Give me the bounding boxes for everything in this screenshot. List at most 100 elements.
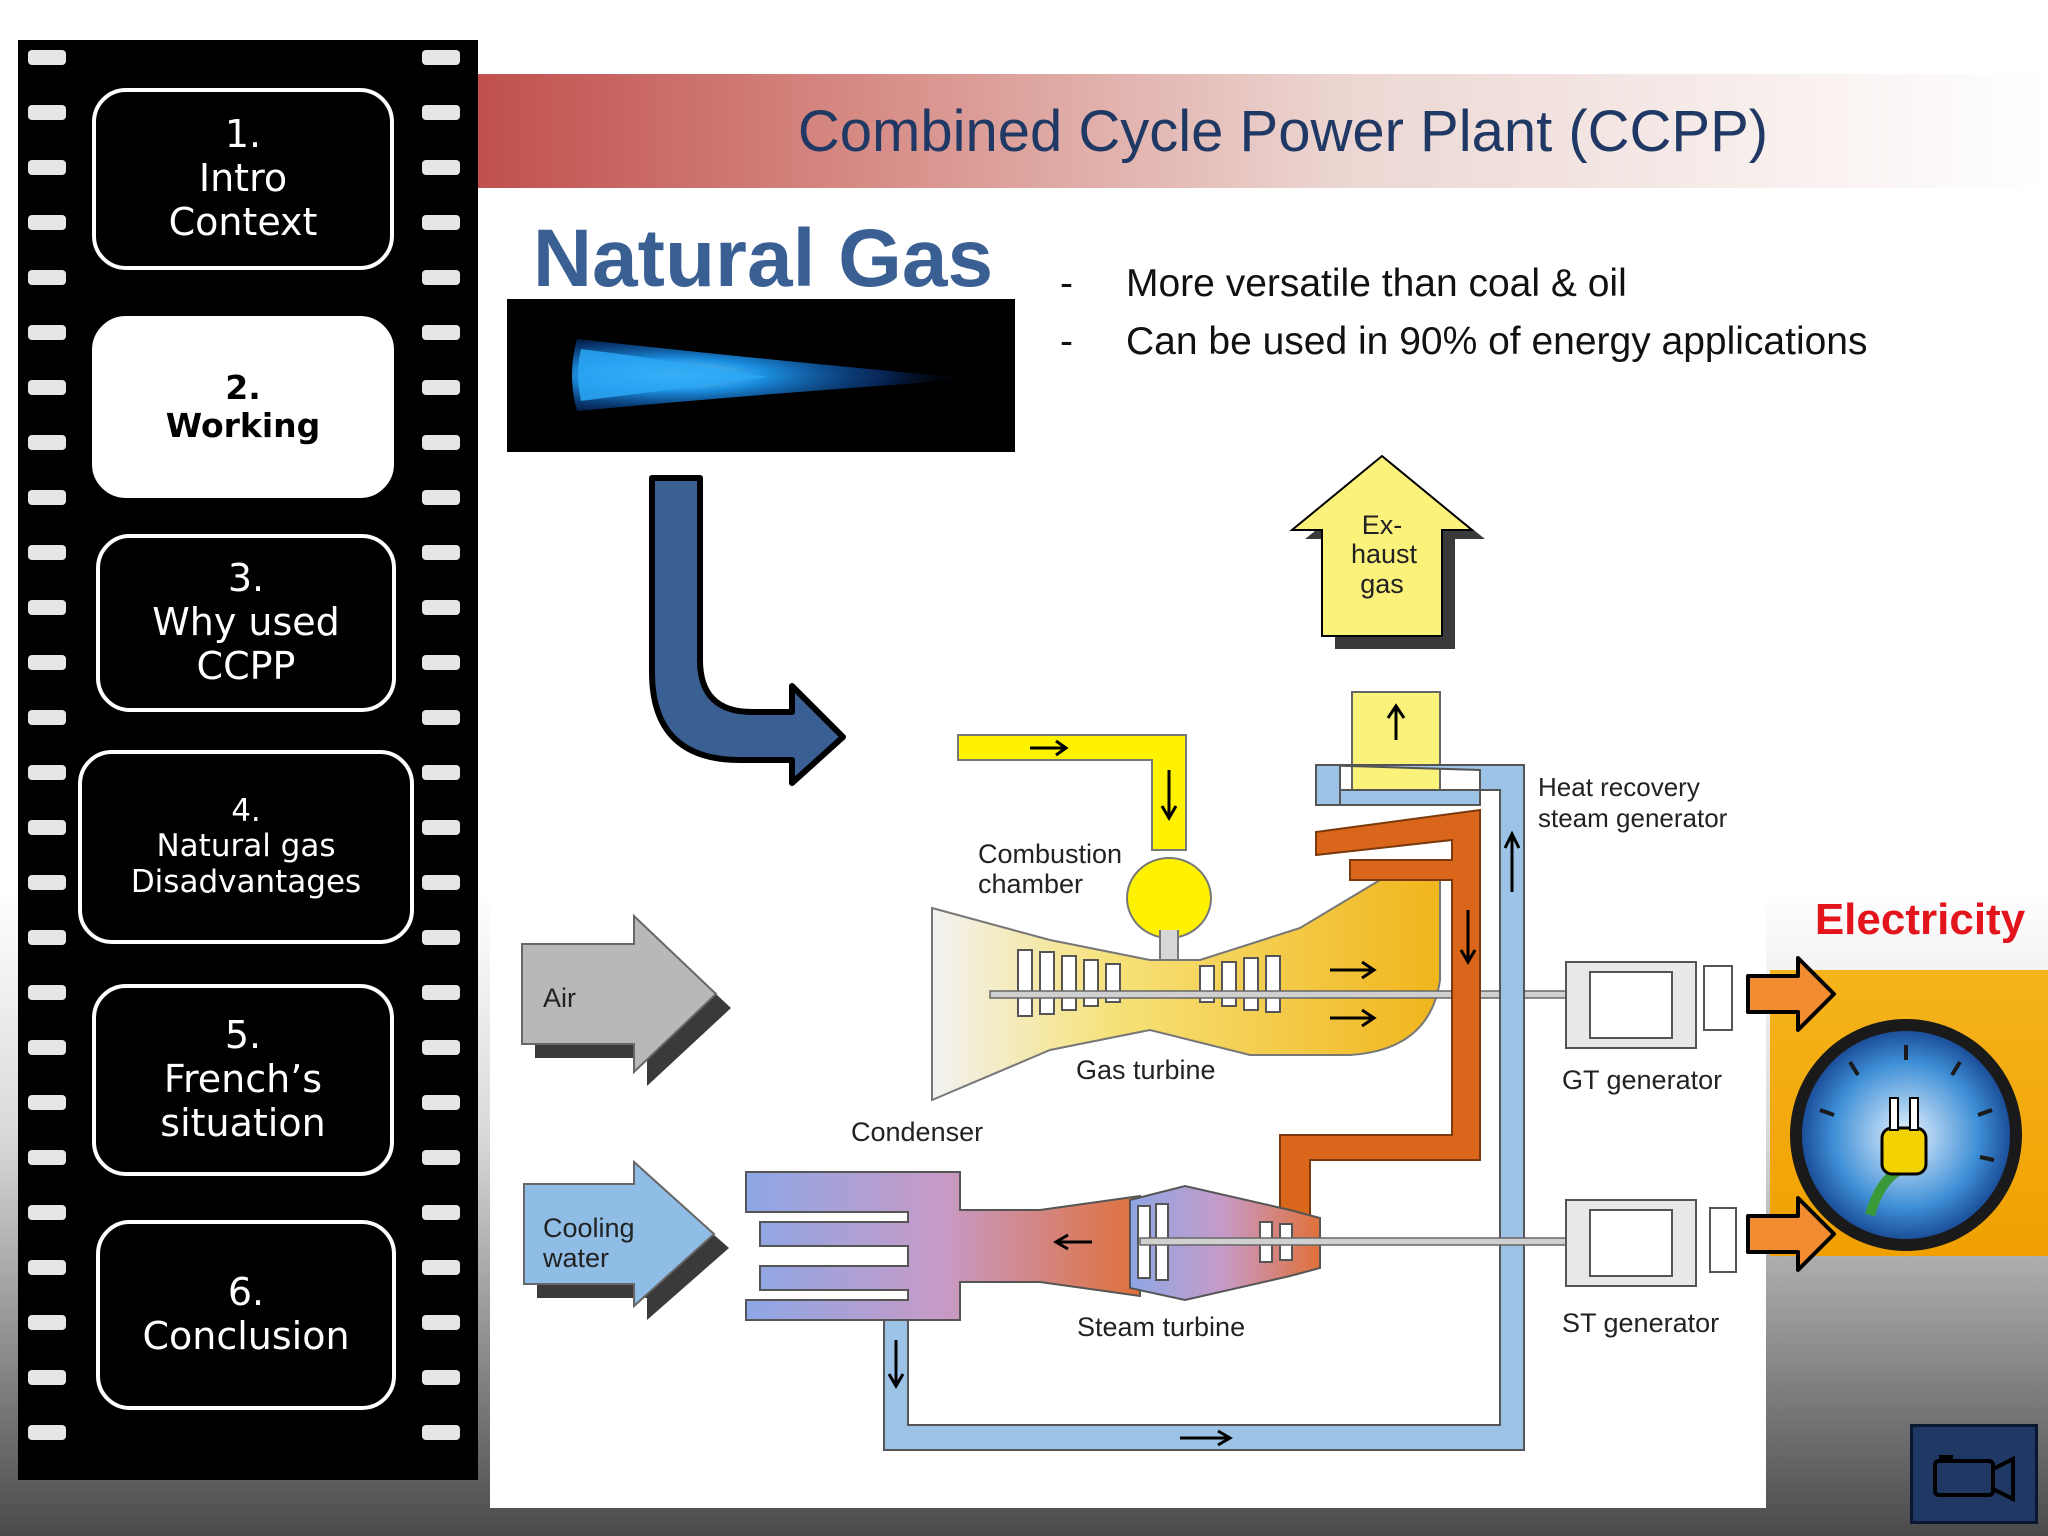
nav-frame-line: Disadvantages <box>130 863 362 900</box>
condenser-label: Condenser <box>851 1117 983 1147</box>
steam-turbine <box>1129 1184 1571 1302</box>
film-perforation <box>422 215 460 230</box>
film-perforation <box>28 655 66 670</box>
nav-frame-line: Why used <box>152 600 340 645</box>
film-perforation <box>422 1425 460 1440</box>
film-perforation <box>28 1150 66 1165</box>
exhaust-label-line1: Ex- <box>1362 510 1403 540</box>
film-perforation <box>28 490 66 505</box>
film-perforation <box>28 710 66 725</box>
film-perforation <box>28 1040 66 1055</box>
nav-frame-line: Intro <box>198 156 288 201</box>
film-perforation <box>28 215 66 230</box>
film-perforation <box>422 50 460 65</box>
bullet-text: Can be used in 90% of energy application… <box>1126 320 1868 363</box>
nav-frame-line: 4. <box>231 792 261 829</box>
water-steam-loop <box>883 764 1525 1451</box>
nav-frame-line: Working <box>165 406 321 445</box>
film-perforation <box>422 160 460 175</box>
natural-gas-title: Natural Gas <box>532 213 994 304</box>
film-perforation <box>422 1205 460 1220</box>
film-perforation <box>422 930 460 945</box>
electricity-illustration <box>1770 970 2048 1256</box>
nav-frame-line: 1. <box>224 112 262 157</box>
nav-frame-line: CCPP <box>196 643 296 688</box>
hrsg-label-line1: Heat recovery <box>1538 772 1700 802</box>
bullet-item: - More versatile than coal & oil <box>1060 262 1868 306</box>
steam-path <box>1279 808 1481 1236</box>
fuel-line <box>957 734 1187 851</box>
condenser <box>745 1171 1141 1321</box>
header-band <box>478 74 2048 188</box>
nav-frame-line: situation <box>160 1100 326 1145</box>
gas-turbine <box>931 879 1571 1102</box>
film-perforation <box>422 765 460 780</box>
exhaust-label-line2: haust <box>1351 539 1418 569</box>
film-perforation <box>422 1260 460 1275</box>
film-perforation <box>28 765 66 780</box>
film-perforation <box>422 875 460 890</box>
film-perforation <box>28 600 66 615</box>
nav-frame-2[interactable]: 2.Working <box>92 316 394 498</box>
film-perforation <box>422 1040 460 1055</box>
film-perforation <box>28 325 66 340</box>
nav-frame-line: Natural gas <box>156 828 336 865</box>
cooling-label-line2: water <box>542 1243 609 1273</box>
film-perforation <box>28 820 66 835</box>
film-perforation <box>28 1425 66 1440</box>
film-perforation <box>28 1205 66 1220</box>
combustion-label-line2: chamber <box>978 869 1083 899</box>
film-perforation <box>422 1095 460 1110</box>
film-perforation <box>422 1150 460 1165</box>
nav-frame-line: 6. <box>227 1270 265 1315</box>
nav-frame-line: Conclusion <box>142 1314 350 1358</box>
film-perforation <box>422 985 460 1000</box>
bullet-marker: - <box>1060 262 1073 305</box>
film-perforation <box>28 875 66 890</box>
hrsg-label-line2: steam generator <box>1538 803 1728 833</box>
nav-frame-line: 5. <box>224 1013 262 1058</box>
nav-frame-line: French’s <box>163 1057 323 1102</box>
film-perforation <box>28 105 66 120</box>
video-camera-icon <box>1933 1455 2015 1503</box>
gas-turbine-label: Gas turbine <box>1076 1055 1216 1085</box>
film-perforation <box>28 985 66 1000</box>
combustion-label-line1: Combustion <box>978 839 1122 869</box>
film-perforation <box>422 710 460 725</box>
film-perforation <box>422 435 460 450</box>
film-perforation <box>28 1260 66 1275</box>
film-perforation <box>422 1370 460 1385</box>
nav-frame-6[interactable]: 6.Conclusion <box>96 1220 396 1410</box>
film-perforation <box>422 1315 460 1330</box>
st-electricity-arrow <box>1746 1196 1836 1272</box>
st-generator-label: ST generator <box>1562 1308 1719 1338</box>
exhaust-arrow <box>1289 454 1485 649</box>
bullet-text: More versatile than coal & oil <box>1126 262 1627 305</box>
film-perforation <box>28 1370 66 1385</box>
film-perforation <box>422 490 460 505</box>
bullet-marker: - <box>1060 320 1073 363</box>
st-generator <box>1565 1199 1737 1287</box>
film-perforation <box>28 1315 66 1330</box>
bullet-item: - Can be used in 90% of energy applicati… <box>1060 320 1868 364</box>
air-arrow <box>521 913 731 1086</box>
gt-electricity-arrow <box>1746 956 1836 1032</box>
film-perforation <box>422 380 460 395</box>
cooling-label-line1: Cooling <box>543 1213 635 1243</box>
gas-flame-image <box>507 299 1015 452</box>
air-label: Air <box>543 983 576 1013</box>
film-perforation <box>422 270 460 285</box>
video-camera-button[interactable] <box>1910 1424 2038 1524</box>
nav-frame-line: Context <box>168 199 318 244</box>
film-perforation <box>422 655 460 670</box>
nav-frame-line: 3. <box>227 556 265 601</box>
film-perforation <box>422 545 460 560</box>
film-perforation <box>28 930 66 945</box>
gt-generator-label: GT generator <box>1562 1065 1722 1095</box>
film-perforation <box>28 50 66 65</box>
